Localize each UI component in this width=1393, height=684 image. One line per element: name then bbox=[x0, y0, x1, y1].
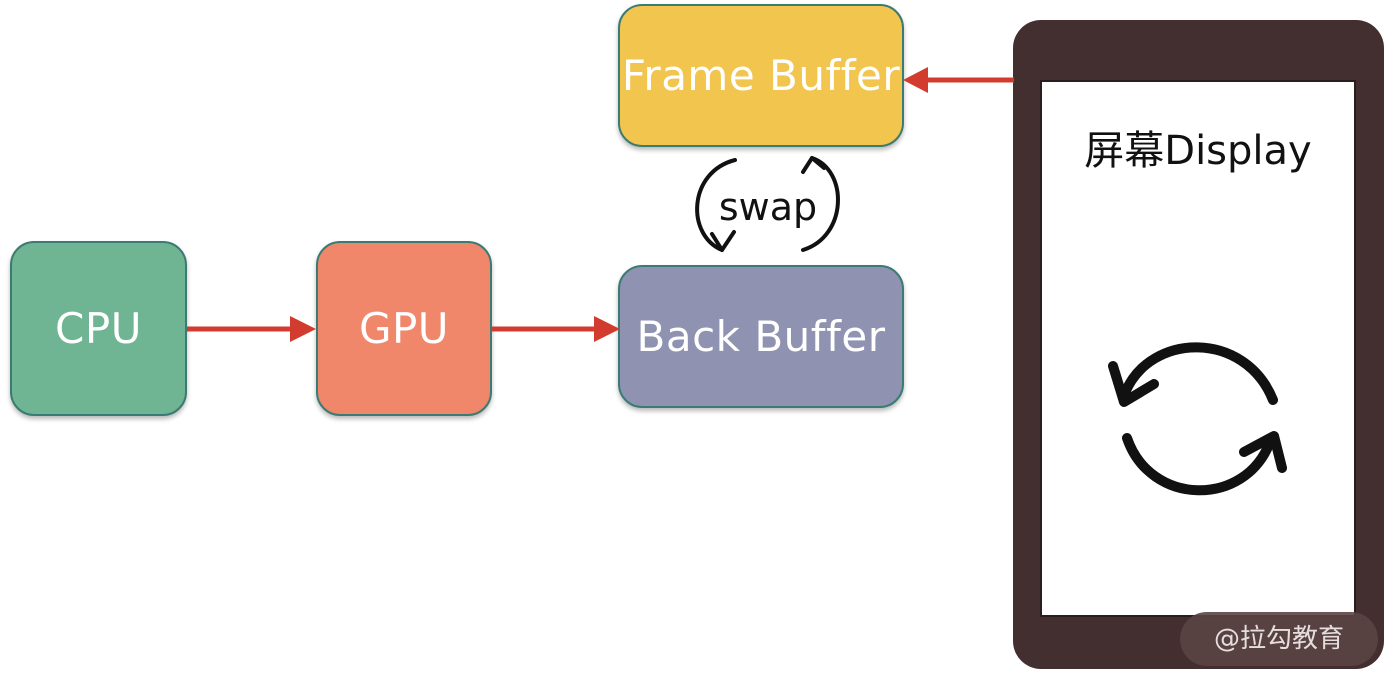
display-label: 屏幕Display bbox=[1084, 128, 1312, 174]
swap-arrow-left-icon bbox=[695, 158, 737, 252]
back-buffer-label: Back Buffer bbox=[636, 312, 886, 361]
frame-buffer-label: Frame Buffer bbox=[621, 51, 901, 100]
arrow-display-to-frame-buffer bbox=[903, 67, 1014, 93]
back-buffer-node: Back Buffer bbox=[618, 265, 904, 408]
frame-buffer-node: Frame Buffer bbox=[618, 4, 904, 147]
watermark: @拉勾教育 bbox=[1180, 612, 1378, 666]
gpu-label: GPU bbox=[358, 304, 450, 353]
cpu-node: CPU bbox=[10, 241, 187, 416]
arrow-gpu-to-back-buffer bbox=[492, 316, 620, 342]
swap-label: swap bbox=[718, 185, 818, 229]
cpu-label: CPU bbox=[55, 304, 142, 353]
arrow-cpu-to-gpu bbox=[187, 316, 316, 342]
refresh-icon bbox=[1108, 342, 1287, 496]
gpu-node: GPU bbox=[316, 241, 492, 416]
swap-arrow-right-icon bbox=[801, 156, 840, 252]
